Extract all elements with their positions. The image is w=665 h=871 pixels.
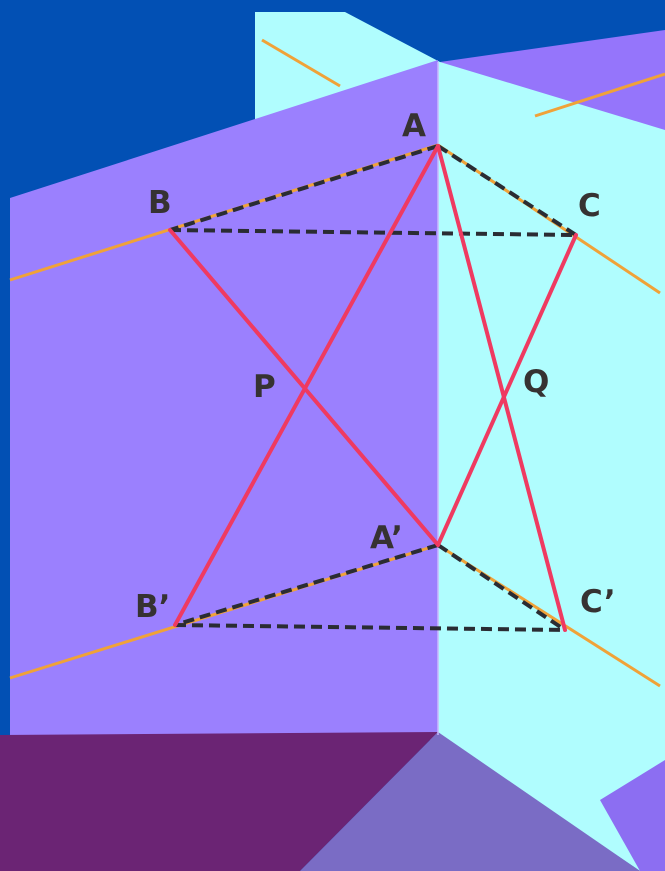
edge-AC [436,144,578,237]
edge-AB [169,144,439,232]
label-C: C [578,188,601,224]
top-plane-line [261,38,341,88]
intersection-lines [168,144,578,632]
floor-edge-right [600,760,665,871]
floor-left [0,732,438,871]
edge-A1B1 [174,543,439,627]
label-B: B [148,185,172,221]
floor-right [300,732,640,871]
top-right-line [534,72,665,118]
far-wall-upper [345,0,665,62]
line-C-A1 [436,233,578,547]
line-B-A1 [168,228,440,547]
label-P: P [253,369,276,405]
label-B-prime: B’ [135,589,170,625]
edge-A1C1 [436,543,567,632]
label-Q: Q [523,364,549,400]
label-A-prime: A’ [370,520,403,556]
dashed-edges [169,144,578,632]
point-labels: A B C P Q A’ B’ C’ [135,108,616,625]
line-A-C1 [436,144,567,632]
label-A: A [402,108,426,144]
label-C-prime: C’ [580,584,616,620]
edge-B1C1 [174,623,566,632]
line-A-B1 [173,144,440,627]
